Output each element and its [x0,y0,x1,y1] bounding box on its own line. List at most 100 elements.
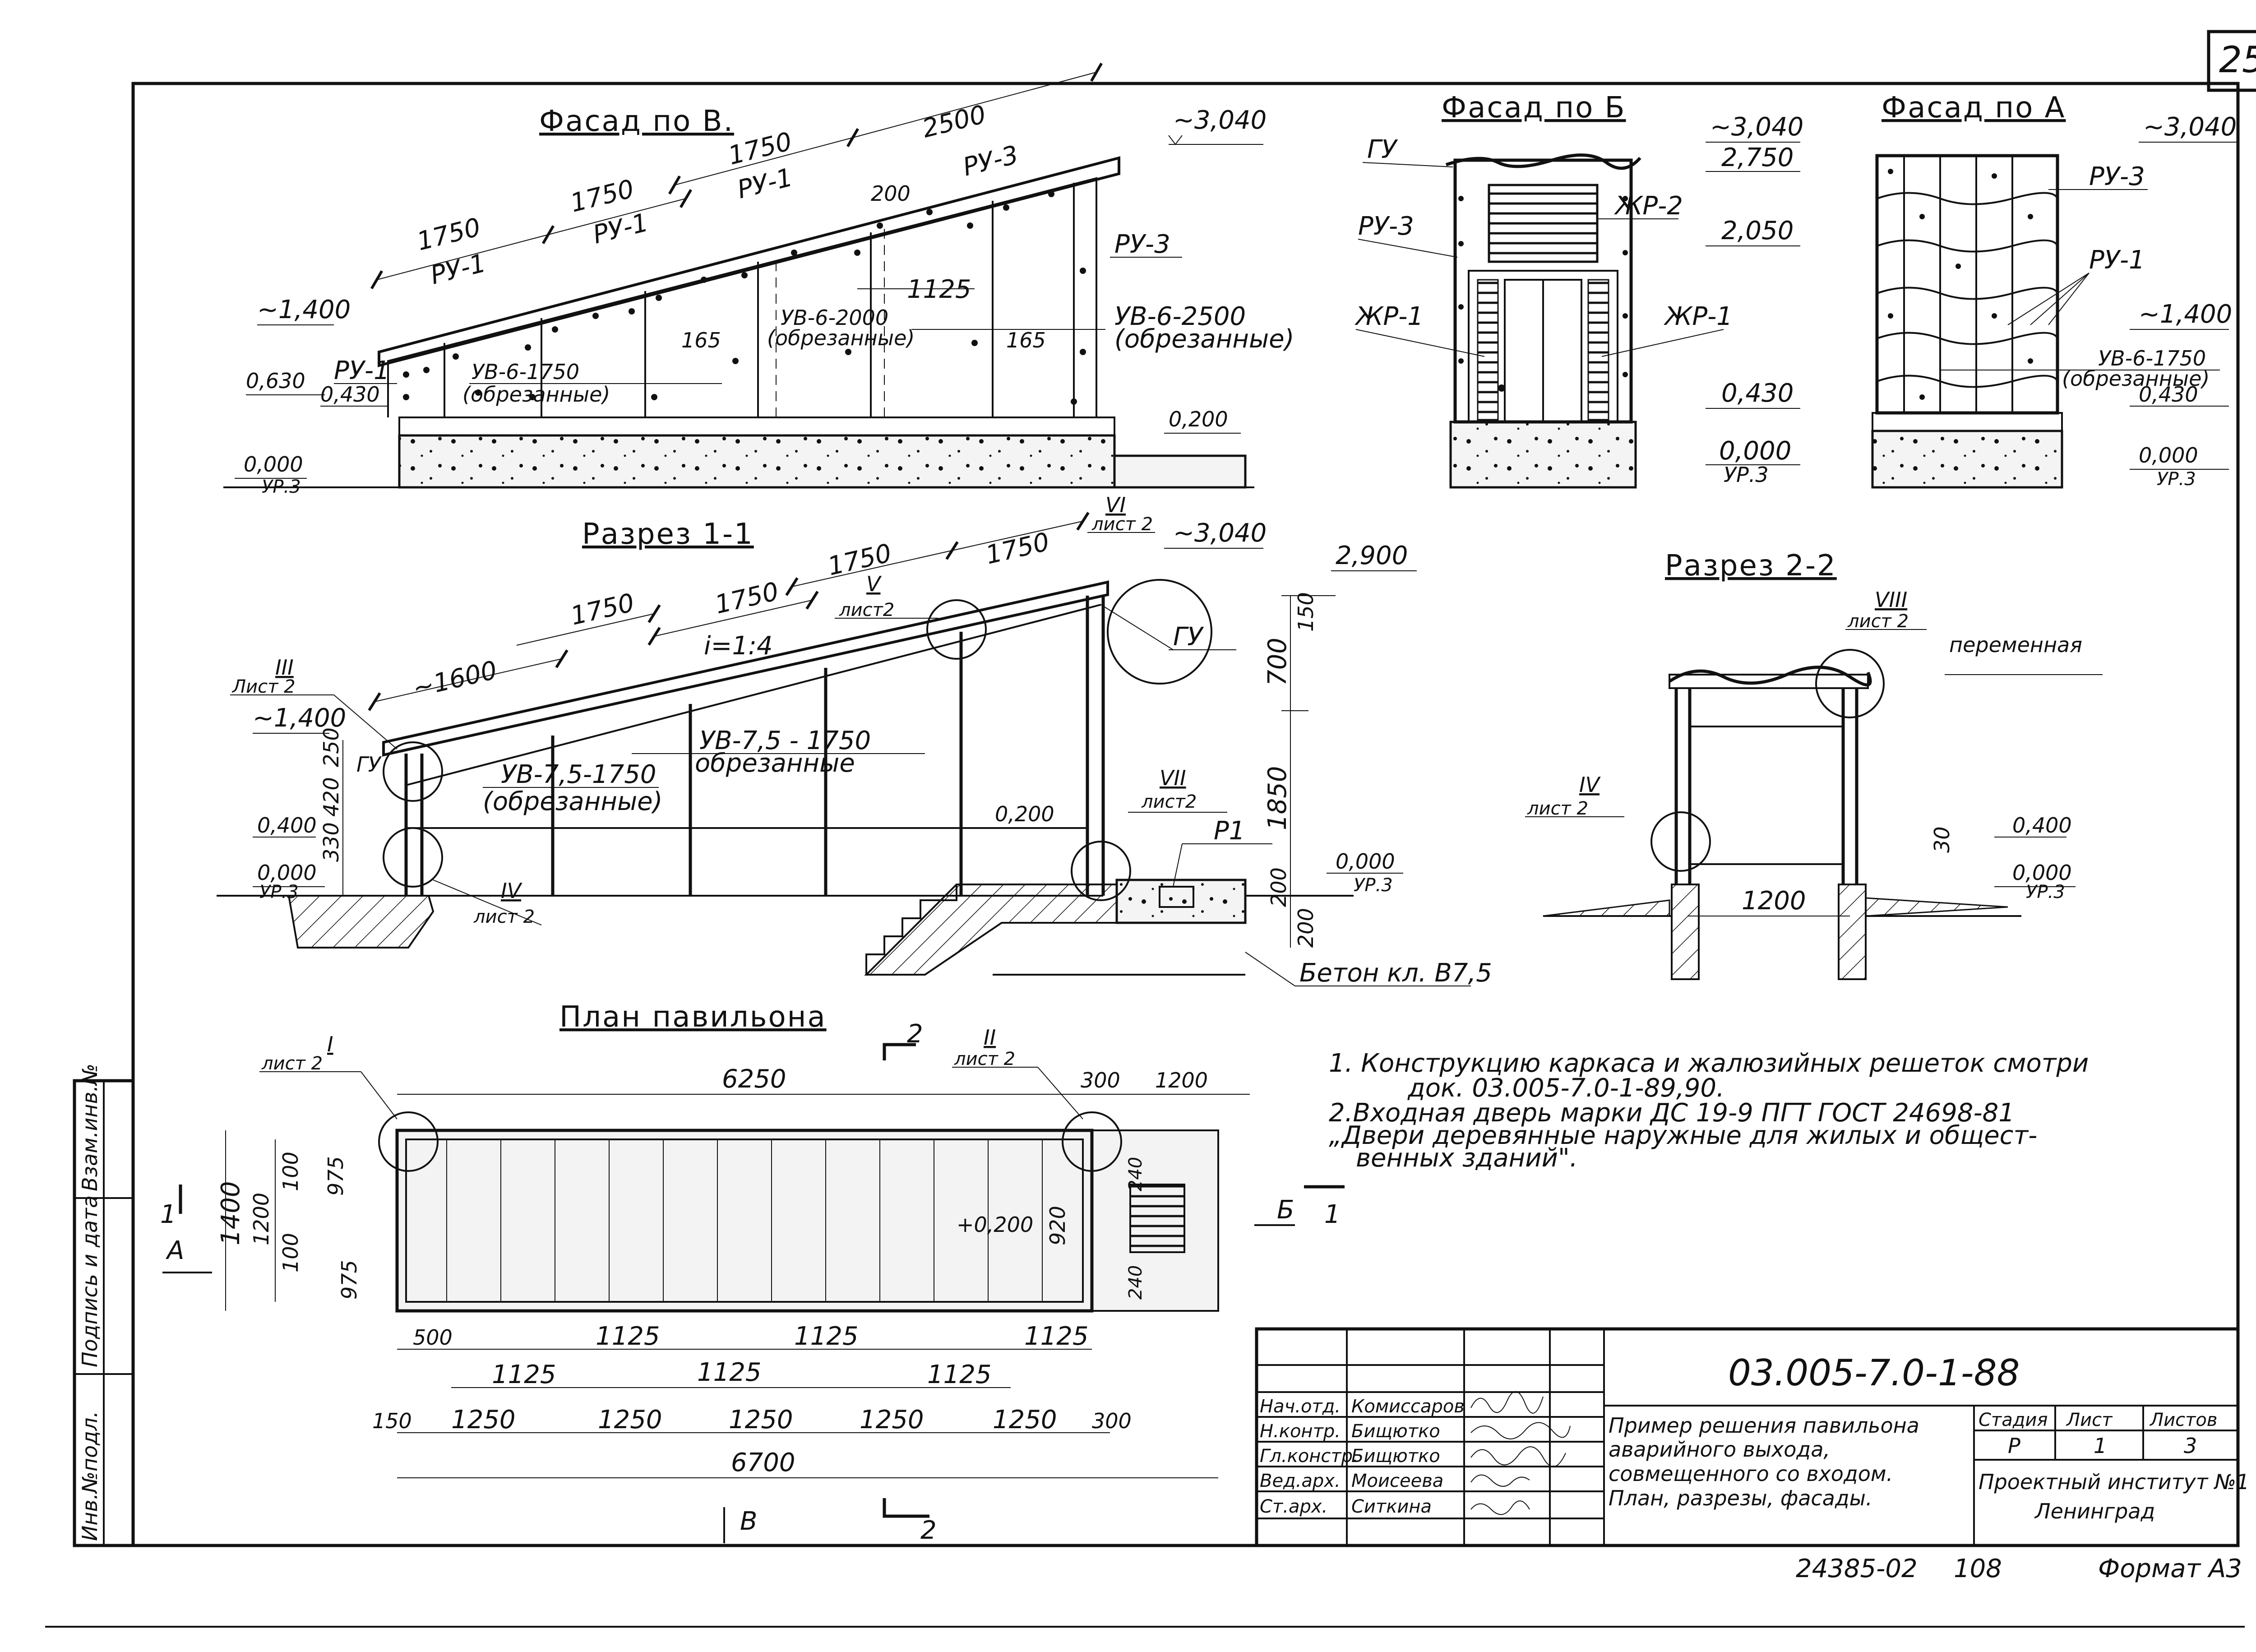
plan-title: План павильона [559,1000,827,1034]
plan-dim-b3-6: 1250 [993,1405,1057,1435]
s1-dim-2: 1750 [712,577,781,620]
fa-label-ru3: РУ-3 [2089,162,2145,191]
facade-a-title: Фасад по А [1882,91,2066,125]
s1-level-ur3-right: УР.3 [1354,875,1393,896]
fa-label-ru1: РУ-1 [2089,245,2145,275]
s1-callout-3-sheet: Лист 2 [231,676,296,697]
fv-level-0200: 0,200 [1169,407,1228,431]
s2-dim-1200: 1200 [1742,886,1806,916]
fv-note-uv1750: УВ-6-1750 [472,360,579,384]
fv-dim-5: 200 [871,181,911,206]
note-line-1: 1. Конструкцию каркаса и жалюзийных реше… [1329,1049,2089,1078]
s2-note-variable: переменная [1949,633,2082,657]
page-number: 250 [2219,39,2256,81]
s1-note-uv-right: УВ-7,5 - 1750 [699,726,871,755]
plan-callout-2: II [984,1025,996,1050]
fb-level-0000: 0,000 [1719,436,1791,466]
plan-mark-1-left: 1 [160,1200,176,1229]
plan-dim-left-3: 100 [278,1152,303,1191]
plan-dim-right-240b: 240 [1125,1265,1146,1300]
facade-b-title: Фасад по Б [1442,91,1626,125]
s1-dim-5: ~1600 [410,656,500,703]
fb-label-zhr1-left: ЖР-1 [1355,302,1424,331]
s1-note-uv-left-cut: (обрезанные) [483,787,662,816]
tb-sheets: 3 [2184,1434,2197,1458]
fv-label-ru1-a: РУ-1 [428,249,489,291]
plan-dim-b1-1: 500 [413,1325,453,1350]
facade-v-title: Фасад по В. [539,105,734,138]
s1-dim-420: 420 [319,777,343,817]
tb-desc-2: аварийного выхода, [1609,1437,1830,1462]
general-notes: 1. Конструкцию каркаса и жалюзийных реше… [1329,1049,2089,1173]
plan-dim-b3-4: 1250 [729,1405,793,1435]
s1-dim-4: 1750 [983,527,1052,570]
fv-label-ru1-b: РУ-1 [590,208,652,250]
fv-dim-7: 165 [681,328,721,352]
s2-callout-8-sheet: лист 2 [1847,611,1909,632]
plan-dim-b2-2: 1125 [697,1358,762,1387]
doc-code: 03.005-7.0-1-88 [1728,1352,2020,1394]
plan-dim-top-3: 1200 [1155,1068,1208,1092]
s1-dim-200b: 200 [1294,908,1318,948]
s1-label-gu-left: ГУ [356,752,382,777]
note-line-3: 2.Входная дверь марки ДС 19-9 ПГТ ГОСТ 2… [1329,1098,2015,1128]
page-number-box: 250 [2207,30,2256,92]
facade-a-body [1875,154,2059,415]
note-line-2: док. 03.005-7.0-1-89,90. [1407,1074,1724,1103]
s1-note-uv-right-cut: обрезанные [695,749,855,778]
fv-level-ur3: УР.3 [262,477,301,497]
fa-note-uv1750: УВ-6-1750 [2098,346,2206,370]
plan-dim-b1-4: 1125 [1024,1322,1089,1351]
s1-callout-7: VII [1160,766,1186,790]
margin-stamp: Инв.№подл. Подпись и дата Взам.инв.№ [73,1064,135,1547]
note-line-4: „Двери деревянные наружные для жилых и о… [1329,1121,2037,1150]
fv-label-ru1-c: РУ-1 [735,163,796,205]
fv-label-ru3-a: РУ-3 [960,140,1022,182]
stamp-signature: Подпись и дата [78,1195,102,1367]
s1-label-r1: Р1 [1214,816,1245,846]
section-2-title: Разрез 2-2 [1665,549,1837,583]
s1-dim-200a: 200 [1267,867,1291,907]
s1-dim-700: 700 [1263,638,1292,686]
facade-b: Фасад по Б ГУ РУ-3 ЖР-2 ЖР-1 ЖР-1 ~3,040… [1355,91,1803,489]
tb-desc-1: Пример решения павильона [1609,1413,1919,1438]
section-1-title: Разрез 1-1 [582,518,754,551]
fv-note-uv2500: УВ-6-2500 [1114,302,1246,331]
fa-level-1400: ~1,400 [2139,300,2232,329]
fa-level-3040: ~3,040 [2143,112,2237,142]
tb-stage-label: Стадия [1979,1410,2048,1430]
plan-dim-right-240a: 240 [1125,1157,1146,1191]
note-line-5: венных зданий". [1356,1143,1578,1173]
tb-sheet-label: Лист [2066,1410,2113,1430]
tb-org-1: Проектный институт №1 [1979,1470,2249,1494]
fb-level-2050: 2,050 [1721,216,1794,245]
tb-desc-4: План, разрезы, фасады. [1609,1486,1872,1510]
fb-label-zhr1-right: ЖР-1 [1664,302,1733,331]
fv-label-ru1-d: РУ-1 [334,356,390,385]
plan: План павильона +0,200 I лист 2 II лист 2… [160,1000,1345,1545]
fv-note-uv2000: УВ-6-2000 [781,305,888,330]
plan-dim-left-5: 100 [278,1233,303,1273]
fb-level-3040: ~3,040 [1710,112,1803,142]
fv-dim-4: 2500 [920,100,989,144]
s2-dim-30: 30 [1930,826,1954,853]
fv-level-3040: ~3,040 [1173,106,1267,135]
facade-a: Фасад по А РУ-3 РУ-1 ~3,040 ~1,400 УВ-6-… [1871,91,2238,490]
fb-level-ur3: УР.3 [1724,463,1769,487]
s1-callout-7-sheet: лист2 [1141,791,1197,812]
sheet-frame [131,82,2240,1547]
s1-dim-250: 250 [319,727,343,767]
tb-name-4: Моисеева [1351,1471,1443,1491]
tb-role-5: Ст.арх. [1260,1496,1327,1517]
s1-level-0000-right: 0,000 [1336,849,1395,874]
tb-name-5: Ситкина [1351,1496,1432,1517]
s2-callout-4-sheet: лист 2 [1527,798,1588,819]
plan-callout-1-sheet: лист 2 [261,1053,323,1074]
s2-callout-4: IV [1579,773,1601,797]
tb-org-2: Ленинград [2034,1499,2155,1523]
s1-note-concrete: Бетон кл. В7,5 [1299,958,1492,988]
fv-note-uv2000-cut: (обрезанные) [767,326,915,350]
plan-dim-left-1: 1400 [216,1181,245,1245]
s1-note-uv-left: УВ-7,5-1750 [501,760,656,789]
fb-level-2750: 2,750 [1721,143,1794,172]
